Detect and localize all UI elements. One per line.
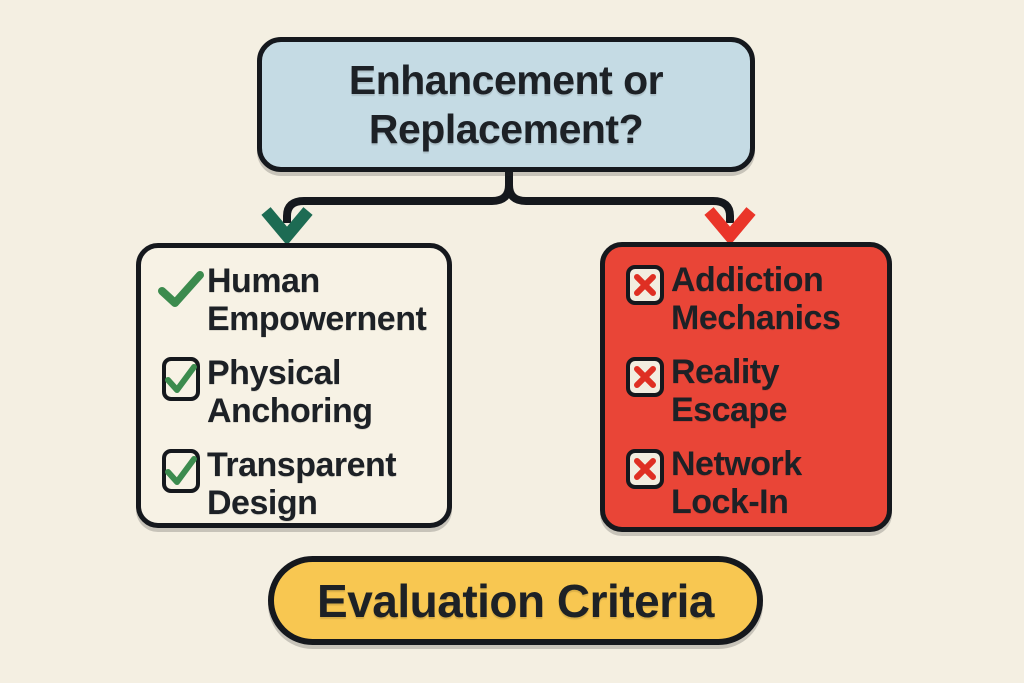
- icon-column: [155, 354, 207, 401]
- arrowhead-green-icon: [261, 207, 313, 246]
- icon-column: [619, 261, 671, 305]
- title-text: Enhancement or Replacement?: [348, 57, 664, 152]
- icon-column: [619, 353, 671, 397]
- checkbox-check-icon: [162, 448, 200, 493]
- title-box: Enhancement or Replacement?: [257, 37, 755, 172]
- pill-text: Evaluation Criteria: [317, 574, 714, 627]
- check-icon: [158, 271, 204, 307]
- list-item: Addiction Mechanics: [619, 261, 877, 338]
- cross-box-icon: [626, 448, 664, 489]
- list-item: Physical Anchoring: [155, 354, 437, 431]
- list-item: Network Lock-In: [619, 445, 877, 522]
- evaluation-criteria-pill: Evaluation Criteria: [268, 556, 763, 645]
- icon-column: [155, 262, 207, 307]
- item-label: Physical Anchoring: [207, 353, 373, 431]
- connector-line-left: [283, 170, 513, 223]
- cross-box-icon: [626, 356, 664, 397]
- item-label: Addiction Mechanics: [671, 261, 841, 338]
- item-label: Human Empowernent: [207, 262, 427, 339]
- item-label: Reality Escape: [671, 352, 788, 430]
- checkbox-check-icon: [162, 356, 200, 401]
- list-item: Transparent Design: [155, 446, 437, 523]
- icon-column: [155, 446, 207, 493]
- icon-column: [619, 445, 671, 489]
- arrowhead-red-icon: [704, 207, 756, 246]
- negative-criteria-panel: Addiction Mechanics Reality Escape: [600, 242, 892, 532]
- cross-box-icon: [626, 265, 664, 305]
- list-item: Reality Escape: [619, 353, 877, 430]
- item-label: Network Lock-In: [671, 444, 802, 522]
- connector-line-right: [505, 170, 734, 223]
- item-label: Transparent Design: [207, 445, 397, 523]
- list-item: Human Empowernent: [155, 262, 437, 339]
- positive-criteria-panel: Human Empowernent Physical Anchoring: [136, 243, 452, 528]
